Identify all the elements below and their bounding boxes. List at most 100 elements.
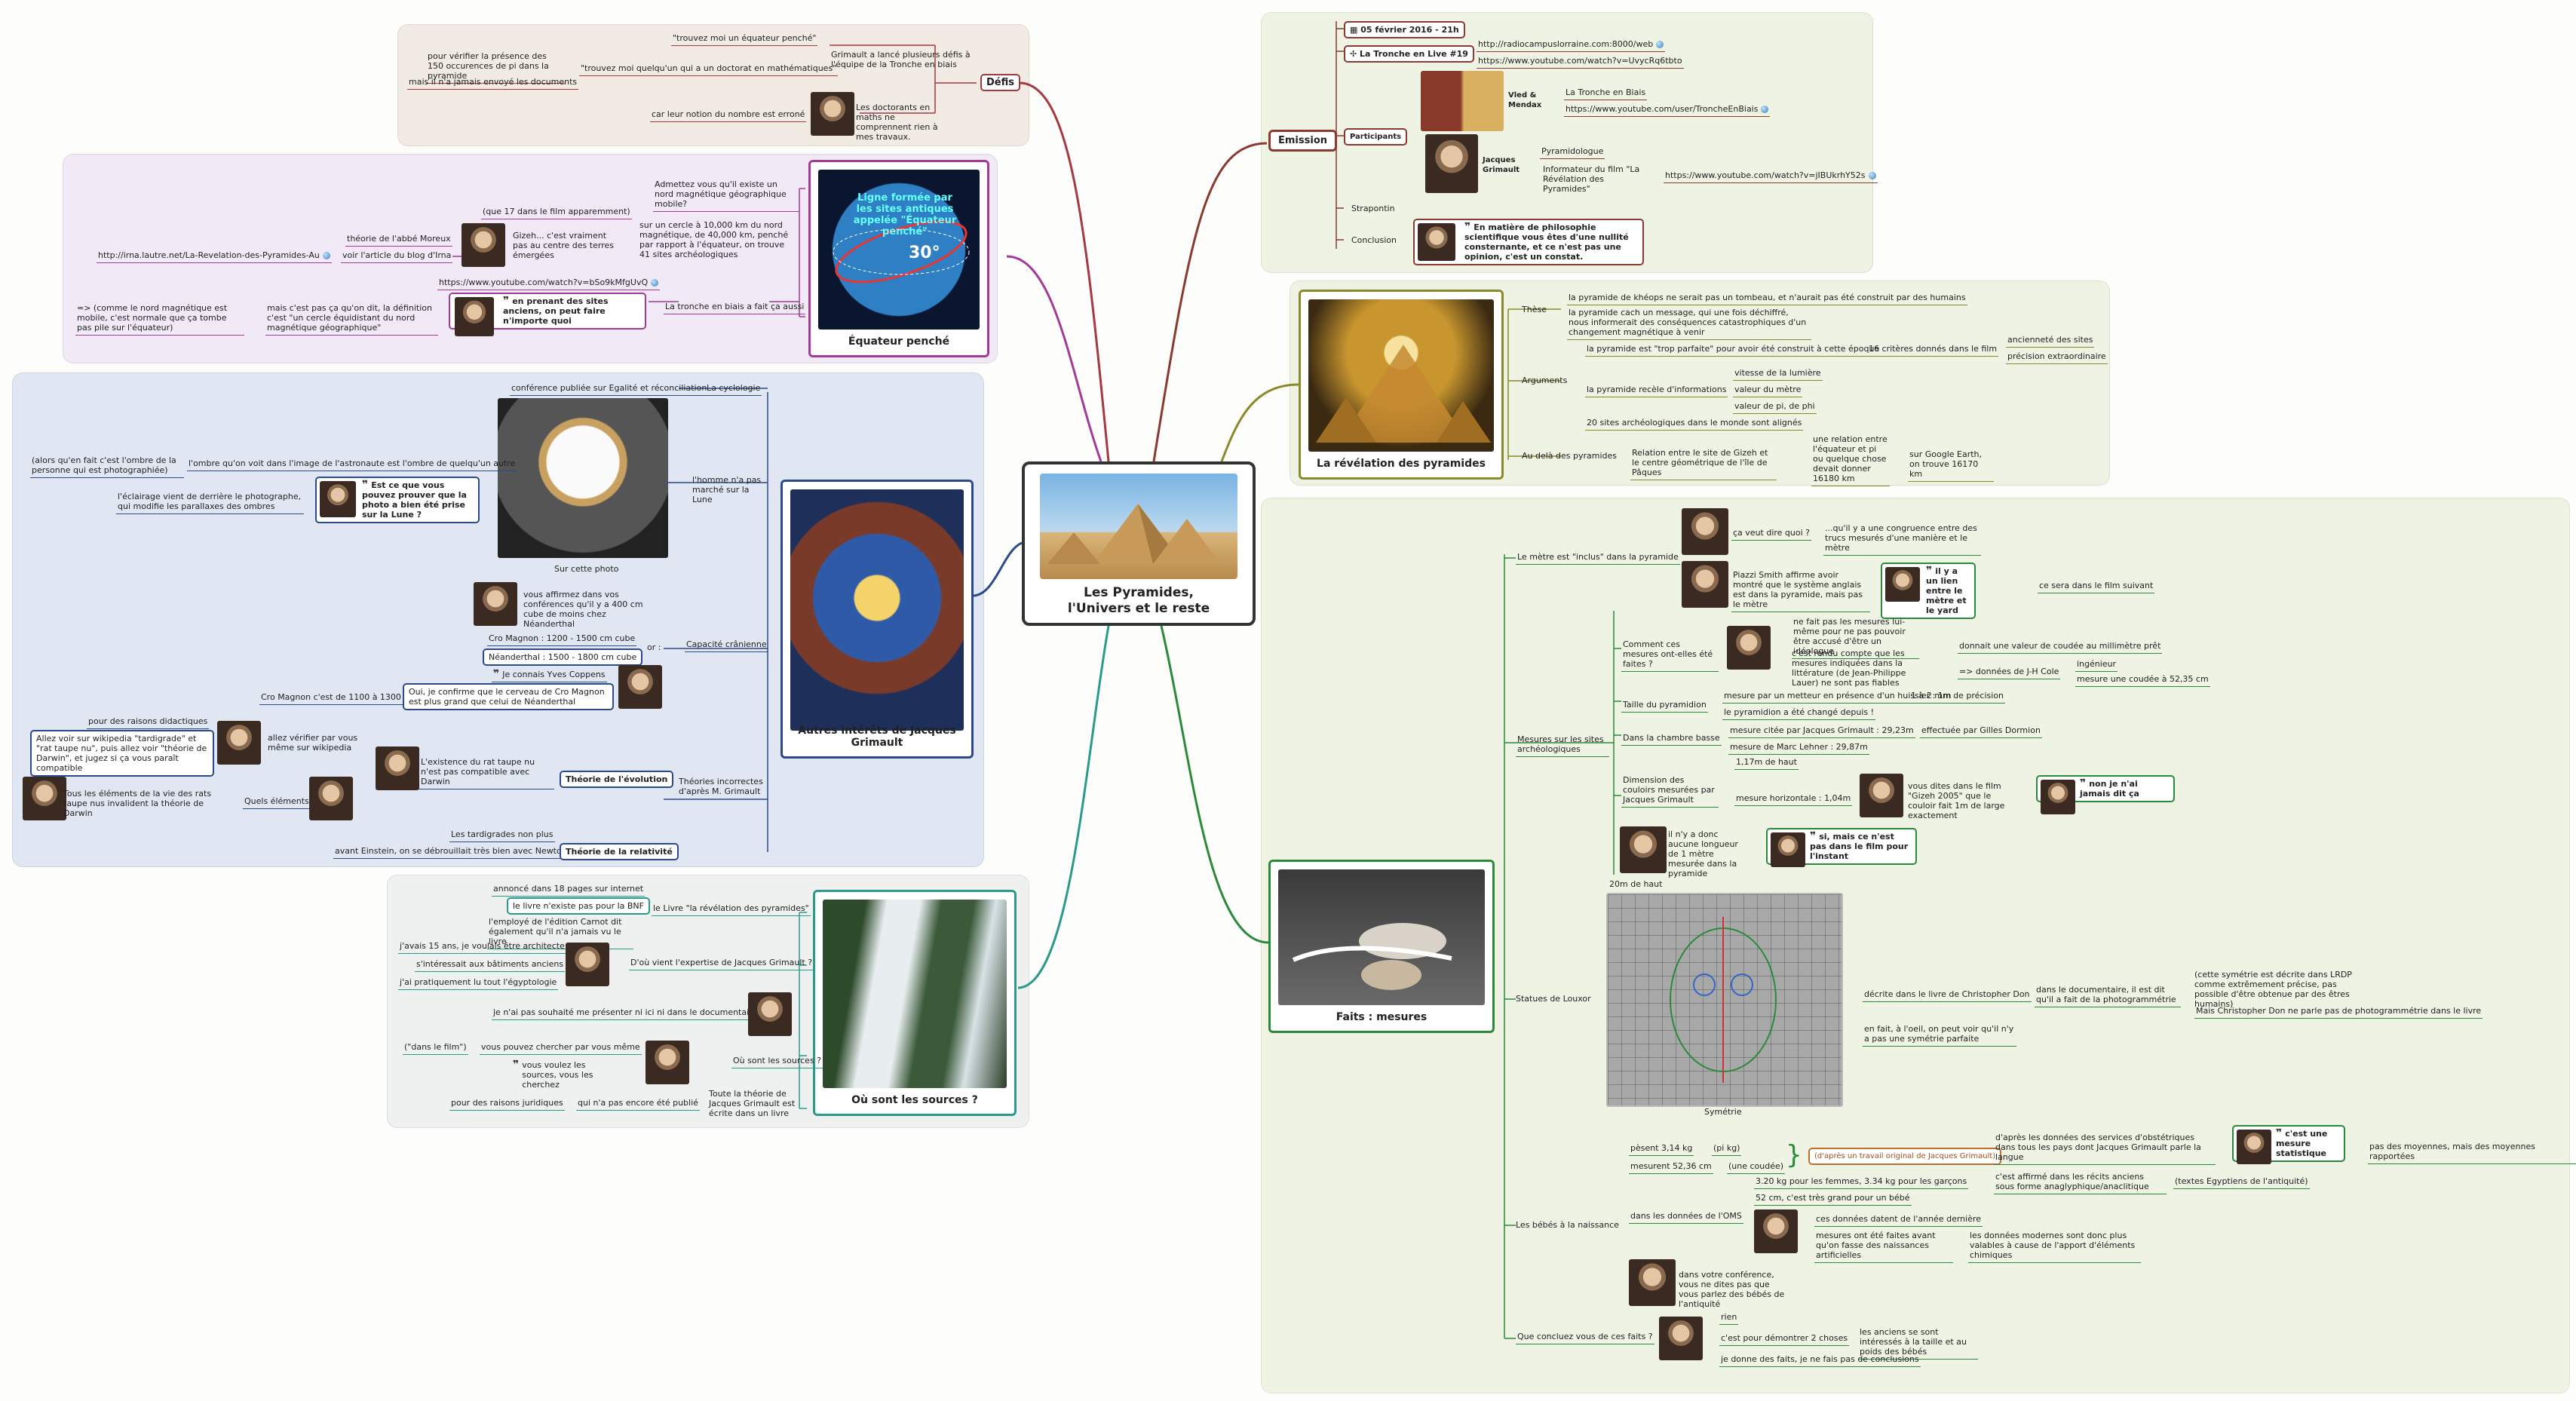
quote-node[interactable]: ❞Est ce que vous pouvez prouver que la p… xyxy=(315,477,480,523)
faits-node[interactable]: mesure citée par Jacques Grimault : 29,2… xyxy=(1728,725,1915,738)
defis-node[interactable]: Les doctorants en maths ne comprennent r… xyxy=(856,103,938,142)
strapontin-node[interactable]: Strapontin xyxy=(1351,204,1395,213)
link-text[interactable]: https://www.youtube.com/watch?v=jIBUkrhY… xyxy=(1665,170,1866,180)
quote-node[interactable]: ❞En matière de philosophie scientifique … xyxy=(1413,219,1644,265)
autres-node[interactable]: conférence publiée sur Egalité et réconc… xyxy=(510,383,709,396)
revelation-node[interactable]: une relation entre l'équateur et pi ou q… xyxy=(1811,434,1890,486)
faits-node[interactable]: pas des moyennes, mais des moyennes rapp… xyxy=(2368,1142,2576,1164)
autres-node[interactable]: Oui, je confirme que le cerveau de Cro M… xyxy=(403,683,614,710)
faits-node[interactable]: Dans la chambre basse xyxy=(1621,733,1722,746)
faits-node[interactable]: décrite dans le livre de Christopher Don xyxy=(1863,989,2032,1002)
faits-node[interactable]: mesure horizontale : 1,04m xyxy=(1734,793,1853,806)
defis-node[interactable]: Grimault a lancé plusieurs défis à l'équ… xyxy=(831,50,971,69)
emission-branch[interactable]: Emission xyxy=(1268,130,1337,152)
faits-node[interactable]: d'après les données des services d'obsté… xyxy=(1994,1133,2216,1165)
sources-node[interactable]: D'où vient l'expertise de Jacques Grimau… xyxy=(629,958,814,970)
sources-node[interactable]: Où sont les sources ? xyxy=(731,1056,823,1068)
autres-node[interactable]: Allez voir sur wikipedia "tardigrade" et… xyxy=(30,730,214,777)
sources-node[interactable]: je n'ai pas souhaité me présenter ni ici… xyxy=(492,1007,759,1020)
sources-node[interactable]: le livre n'existe pas pour la BNF xyxy=(507,897,650,915)
faits-node[interactable]: mesures ont été faites avant qu'on fasse… xyxy=(1814,1231,1953,1263)
faits-node[interactable]: (textes Egyptiens de l'antiquité) xyxy=(2173,1176,2310,1189)
revelation-node[interactable]: Au delà des pyramides xyxy=(1522,451,1618,461)
revelation-node[interactable]: précision extraordinaire xyxy=(2006,351,2108,364)
autres-node[interactable]: (alors qu'en fait c'est l'ombre de la pe… xyxy=(30,455,184,478)
defis-node[interactable]: car leur notion du nombre est erroné xyxy=(650,109,807,122)
faits-node[interactable]: vous dites dans le film "Gizeh 2005" que… xyxy=(1908,781,2005,820)
equateur-node[interactable]: Admettez vous qu'il existe un nord magné… xyxy=(653,179,799,212)
autres-node[interactable]: Néanderthal : 1500 - 1800 cm cube xyxy=(483,648,643,666)
faits-node[interactable]: (pi kg) xyxy=(1712,1143,1742,1156)
faits-node[interactable]: c'est affirmé dans les récits anciens so… xyxy=(1994,1172,2167,1194)
sources-node[interactable]: s'intéressait aux bâtiments anciens xyxy=(415,959,566,972)
faits-node[interactable]: Dimension des couloirs mesurées par Jacq… xyxy=(1621,775,1719,808)
sources-node[interactable]: l'employé de l'édition Carnot dit égalem… xyxy=(487,917,633,949)
sources-node[interactable]: vous pouvez chercher par vous même xyxy=(480,1042,642,1055)
revelation-node[interactable]: vitesse de la lumière xyxy=(1733,368,1823,381)
emission-node[interactable]: Pyramidologue xyxy=(1540,146,1605,159)
faits-node[interactable]: Mais Christopher Don ne parle pas de pho… xyxy=(2194,1006,2483,1019)
equateur-node[interactable]: (que 17 dans le film apparemment) xyxy=(481,207,632,219)
faits-node[interactable]: 20m de haut xyxy=(1609,879,1663,889)
faits-node[interactable]: les anciens se sont intéressés à la tail… xyxy=(1858,1327,1978,1360)
faits-node[interactable]: ce sera dans le film suivant xyxy=(2038,581,2155,593)
emission-node[interactable]: La Tronche en Biais xyxy=(1564,87,1648,100)
revelation-node[interactable]: valeur de pi, de phi xyxy=(1733,401,1817,414)
faits-node[interactable]: c'est rendu compte que les mesures indiq… xyxy=(1792,648,1906,688)
link-text[interactable]: http://radiocampuslorraine.com:8000/web xyxy=(1478,39,1654,49)
autres-node[interactable]: Cro Magnon : 1200 - 1500 cm cube xyxy=(487,633,637,646)
sources-card[interactable]: Où sont les sources ? xyxy=(813,890,1017,1116)
faits-node[interactable]: Piazzi Smith affirme avoir montré que le… xyxy=(1731,570,1870,612)
faits-node[interactable]: Que concluez vous de ces faits ? xyxy=(1516,1332,1654,1344)
faits-node[interactable]: il n'y a donc aucune longueur de 1 mètre… xyxy=(1668,829,1738,878)
equateur-link[interactable]: http://irna.lautre.net/La-Revelation-des… xyxy=(97,250,332,263)
sources-node[interactable]: j'ai pratiquement lu tout l'égyptologie xyxy=(398,977,559,990)
faits-node[interactable]: 52 cm, c'est très grand pour un bébé xyxy=(1754,1193,1912,1206)
faits-node[interactable]: mesure de Marc Lehner : 29,87m xyxy=(1728,742,1869,755)
autres-node[interactable]: La cyclologie xyxy=(705,383,762,396)
autres-node[interactable]: l'éclairage vient de derrière le photogr… xyxy=(116,492,304,514)
faits-node[interactable]: ...qu'il y a une congruence entre des tr… xyxy=(1823,523,1981,556)
faits-node[interactable]: le pyramidion a été changé depuis ! xyxy=(1722,707,1876,720)
emission-link[interactable]: https://www.youtube.com/user/TroncheEnBi… xyxy=(1564,104,1771,117)
quote-node[interactable]: ❞si, mais ce n'est pas dans le film pour… xyxy=(1766,828,1917,867)
faits-node[interactable]: Comment ces mesures ont-elles été faites… xyxy=(1621,639,1719,672)
revelation-node[interactable]: ancienneté des sites xyxy=(2006,335,2095,348)
defis-node[interactable]: "trouvez moi quelqu'un qui a un doctorat… xyxy=(579,63,839,76)
autres-node[interactable]: Les tardigrades non plus xyxy=(449,829,555,842)
faits-node[interactable]: mesurent 52,36 cm xyxy=(1629,1161,1713,1174)
autres-node[interactable]: Quels éléments ? xyxy=(243,796,318,809)
sources-node[interactable]: qui n'a pas encore été publié xyxy=(576,1098,700,1111)
sources-node[interactable]: j'avais 15 ans, je voulais être architec… xyxy=(398,941,566,954)
defis-node[interactable]: "trouvez moi un équateur penché" xyxy=(671,33,818,46)
faits-node[interactable]: (d'après un travail original de Jacques … xyxy=(1808,1148,2002,1165)
defis-node[interactable]: mais il n'a jamais envoyé les documents xyxy=(407,77,579,90)
faits-node[interactable]: ingénieur xyxy=(2075,659,2118,672)
emission-link[interactable]: https://www.youtube.com/watch?v=jIBUkrhY… xyxy=(1664,170,1878,183)
emission-node[interactable]: Informateur du film "La Révélation des P… xyxy=(1543,164,1640,194)
revelation-node[interactable]: Thèse xyxy=(1522,305,1547,314)
equateur-node[interactable]: sur un cercle à 10,000 km du nord magnét… xyxy=(639,220,789,259)
equateur-node[interactable]: théorie de l'abbé Moreux xyxy=(345,234,452,247)
revelation-node[interactable]: la pyramide recèle d'informations xyxy=(1585,385,1728,397)
revelation-node[interactable]: la pyramide cach un message, qui une foi… xyxy=(1567,308,1811,340)
quote-node[interactable]: ❞il y a un lien entre le mètre et le yar… xyxy=(1881,563,1976,619)
faits-node[interactable]: dans votre conférence, vous ne dites pas… xyxy=(1679,1270,1785,1309)
link-text[interactable]: https://www.youtube.com/watch?v=bSo9kMfg… xyxy=(439,277,649,287)
link-text[interactable]: https://www.youtube.com/user/TroncheEnBi… xyxy=(1566,104,1759,114)
autres-node[interactable]: l'ombre qu'on voit dans l'image de l'ast… xyxy=(187,458,517,471)
autres-node[interactable]: vous affirmez dans vos conférences qu'il… xyxy=(523,590,643,629)
autres-node[interactable]: Tous les éléments de la vie des rats tau… xyxy=(63,789,212,818)
equateur-card[interactable]: Ligne formée par les sites antiques appe… xyxy=(808,160,989,357)
defis-node[interactable]: pour vérifier la présence des 150 occure… xyxy=(426,51,565,84)
faits-node[interactable]: (cette symétrie est décrite dans LRDP co… xyxy=(2194,970,2352,1009)
faits-node[interactable]: Le mètre est "inclus" dans la pyramide xyxy=(1516,552,1680,565)
quote-node[interactable]: ❞non je n'ai jamais dit ça xyxy=(2036,775,2175,814)
revelation-node[interactable]: sur Google Earth, on trouve 16170 km xyxy=(1908,449,1994,482)
quote-node[interactable]: ❞c'est une mesure statistique xyxy=(2232,1125,2345,1164)
participants-node[interactable]: Participants xyxy=(1344,128,1408,146)
faits-node[interactable]: pèsent 3,14 kg xyxy=(1629,1143,1694,1156)
faits-node[interactable]: ces données datent de l'année dernière xyxy=(1814,1214,1983,1227)
emission-show[interactable]: ✢ La Tronche en Live #19 xyxy=(1344,45,1474,63)
sources-node[interactable]: le Livre "la révélation des pyramides" xyxy=(652,903,811,916)
